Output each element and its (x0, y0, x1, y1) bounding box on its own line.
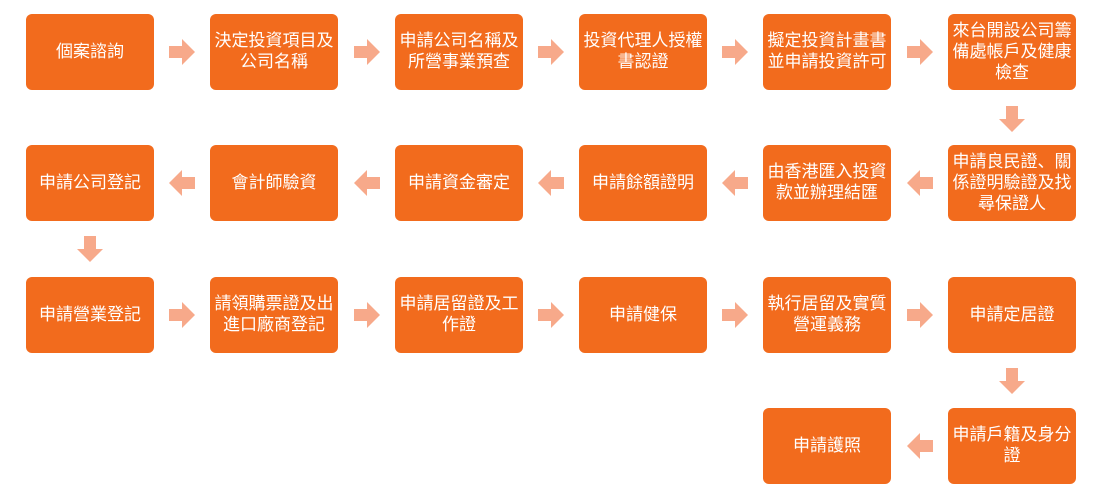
arrow-right-icon (352, 300, 382, 330)
step-name-precheck: 申請公司名稱及所營事業預查 (395, 14, 523, 90)
step-residence-work-permit: 申請居留證及工作證 (395, 277, 523, 353)
step-household-id: 申請戶籍及身分證 (948, 408, 1076, 484)
step-label: 申請資金審定 (408, 172, 510, 193)
arrow-right-icon (536, 37, 566, 67)
arrow-left-icon (720, 168, 750, 198)
step-decide-investment: 決定投資項目及公司名稱 (210, 14, 338, 90)
step-label: 決定投資項目及公司名稱 (214, 31, 334, 72)
arrow-left-icon (167, 168, 197, 198)
step-business-registration: 申請營業登記 (26, 277, 154, 353)
step-label: 申請餘額證明 (592, 172, 694, 193)
step-company-registration: 申請公司登記 (26, 145, 154, 221)
arrow-left-icon (905, 168, 935, 198)
step-label: 申請公司登記 (39, 172, 141, 193)
step-power-of-attorney: 投資代理人授權書認證 (579, 14, 707, 90)
step-label: 申請護照 (793, 435, 861, 456)
step-label: 申請營業登記 (39, 304, 141, 325)
step-passport: 申請護照 (763, 408, 891, 484)
arrow-down-icon (997, 104, 1027, 134)
arrow-left-icon (536, 168, 566, 198)
step-preparatory-account: 來台開設公司籌備處帳戶及健康檢查 (948, 14, 1076, 90)
step-health-insurance: 申請健保 (579, 277, 707, 353)
step-consultation: 個案諮詢 (26, 14, 154, 90)
arrow-right-icon (352, 37, 382, 67)
step-settlement-certificate: 申請定居證 (948, 277, 1076, 353)
step-label: 執行居留及實質營運義務 (767, 294, 887, 335)
step-label: 申請戶籍及身分證 (952, 425, 1072, 466)
arrow-right-icon (905, 300, 935, 330)
step-label: 申請居留證及工作證 (399, 294, 519, 335)
arrow-right-icon (167, 37, 197, 67)
arrow-right-icon (720, 300, 750, 330)
step-label: 申請公司名稱及所營事業預查 (399, 31, 519, 72)
step-label: 請領購票證及出進口廠商登記 (214, 294, 334, 335)
step-investment-permit: 擬定投資計畫書並申請投資許可 (763, 14, 891, 90)
step-invoice-import-export: 請領購票證及出進口廠商登記 (210, 277, 338, 353)
step-label: 申請良民證、關係證明驗證及找尋保證人 (952, 151, 1072, 214)
arrow-left-icon (352, 168, 382, 198)
arrow-right-icon (720, 37, 750, 67)
step-accountant-verification: 會計師驗資 (210, 145, 338, 221)
step-label: 個案諮詢 (56, 41, 124, 62)
arrow-down-icon (997, 366, 1027, 396)
step-balance-certificate: 申請餘額證明 (579, 145, 707, 221)
step-capital-review: 申請資金審定 (395, 145, 523, 221)
step-label: 申請健保 (609, 304, 677, 325)
step-label: 由香港匯入投資款並辦理結匯 (767, 162, 887, 203)
step-remit-investment: 由香港匯入投資款並辦理結匯 (763, 145, 891, 221)
step-label: 來台開設公司籌備處帳戶及健康檢查 (952, 20, 1072, 83)
step-label: 擬定投資計畫書並申請投資許可 (767, 31, 887, 72)
step-label: 申請定居證 (969, 304, 1055, 325)
arrow-right-icon (167, 300, 197, 330)
step-label: 投資代理人授權書認證 (583, 31, 703, 72)
arrow-down-icon (75, 234, 105, 264)
step-label: 會計師驗資 (231, 172, 317, 193)
step-residence-obligations: 執行居留及實質營運義務 (763, 277, 891, 353)
arrow-left-icon (905, 431, 935, 461)
step-good-conduct-certificate: 申請良民證、關係證明驗證及找尋保證人 (948, 145, 1076, 221)
arrow-right-icon (536, 300, 566, 330)
arrow-right-icon (905, 37, 935, 67)
